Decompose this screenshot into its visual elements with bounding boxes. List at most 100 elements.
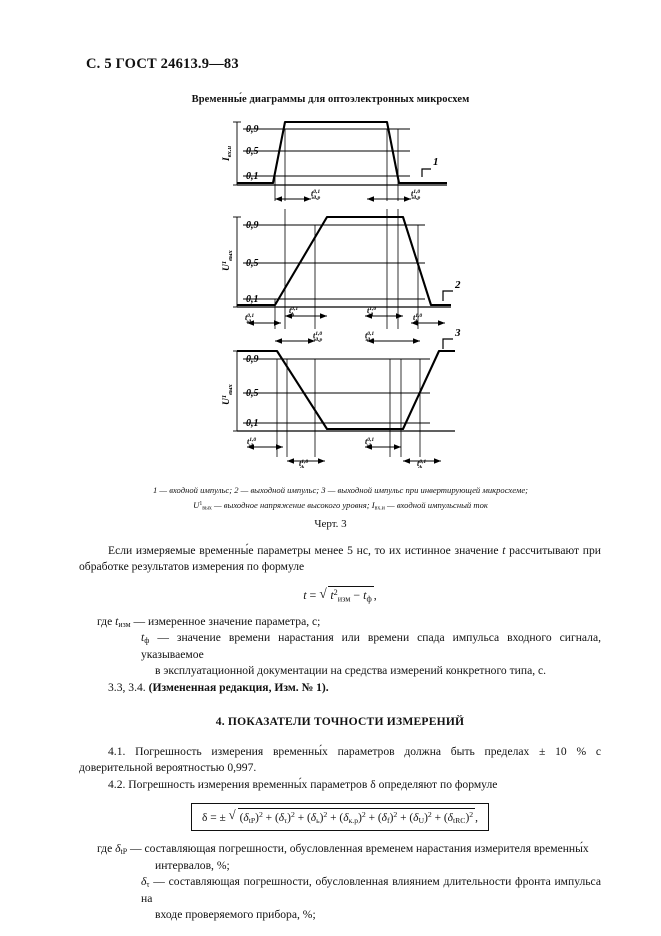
- revision-clause-numbers: 3.3, 3.4.: [108, 680, 149, 694]
- y-axis-label-2: U1вых: [221, 249, 234, 271]
- caption-symbol-u-sup: 1: [199, 501, 203, 507]
- formula2-power: 2: [258, 810, 263, 820]
- formula2-term-sym: δ: [310, 812, 317, 825]
- formula1-t-sup: 2: [333, 587, 338, 597]
- figure-title: Временны́е диаграммы для оптоэлектронных…: [191, 94, 470, 105]
- formula2-power: 2: [361, 810, 366, 820]
- def-tizm-text: — измеренное значение параметра, с;: [130, 615, 321, 628]
- figure-caption-line-2: U1вых — выходное напряжение высокого уро…: [78, 498, 603, 514]
- def-tizm-symbol: t: [115, 615, 119, 628]
- paragraph-def-delta-tp: где δtP — составляющая погрешности, обус…: [79, 841, 601, 857]
- def-delta-tau-text: — составляющая погрешности, обусловленна…: [141, 875, 601, 905]
- formula2-term-sub: tRC: [452, 816, 466, 826]
- trace-label-1: 1: [433, 156, 439, 168]
- caption-text-b: — выходное напряжение высокого уровня;: [211, 500, 372, 511]
- paragraph-def-delta-tau-cont: входе проверяемого прибора, %;: [155, 908, 316, 922]
- def-delta-tp-text: — составляющая погрешности, обусловленна…: [127, 842, 589, 856]
- formula2-term-sub: tP: [248, 816, 256, 826]
- def-tizm-pre: где: [97, 615, 116, 628]
- def-delta-tp-pre: где: [97, 842, 116, 856]
- formula1-lhs: t: [303, 588, 307, 603]
- caption-symbol-u: U: [193, 500, 200, 511]
- paragraph-intro: Если измеряемые временны́е параметры мен…: [79, 543, 601, 576]
- formula2-term-sub: ь: [316, 816, 320, 826]
- level-label: 0,1: [246, 171, 259, 182]
- document-body: Если измеряемые временны́е параметры мен…: [79, 543, 601, 924]
- figure-caption-line-1: 1 — входной импульс; 2 — выходной импуль…: [152, 485, 529, 495]
- trace-label-2: 2: [454, 279, 461, 291]
- level-label: 0,5: [246, 258, 259, 269]
- level-label: 0,5: [246, 146, 259, 157]
- formula2-term-sub: τ: [284, 816, 288, 826]
- paragraph-revision: 3.3, 3.4. (Измененная редакция, Изм. № 1…: [79, 680, 601, 696]
- caption-text-d: — входной импульсный ток: [384, 500, 488, 511]
- level-label: 0,9: [246, 220, 259, 231]
- formula2-term-sub: к.р: [348, 816, 359, 826]
- formula2-term-sub: f: [386, 816, 390, 826]
- figure-number: Черт. 3: [314, 518, 347, 530]
- symbol-t: t: [502, 544, 506, 557]
- formula2-term-sym: δ: [381, 812, 387, 825]
- def-delta-tp-symbol: δ: [115, 842, 121, 856]
- formula2-term-sym: δ: [343, 812, 349, 825]
- trace-label-3: 3: [454, 327, 461, 339]
- level-label: 0,1: [246, 418, 259, 429]
- formula2-term-sym: δ: [413, 812, 419, 825]
- formula-error-total: δ = ± (δtP)2 + (δτ)2 + (δь)2 + (δк.р)2 +…: [191, 803, 489, 832]
- revision-note: (Измененная редакция, Изм. № 1).: [148, 680, 329, 694]
- formula1-trailing: ,: [373, 588, 377, 603]
- def-tf-text: — значение времени нарастания или времен…: [141, 631, 601, 661]
- level-label: 0,5: [246, 388, 259, 399]
- formula2-power: 2: [469, 810, 474, 820]
- formula1-eq: =: [306, 588, 320, 603]
- paragraph-def-delta-tau: δτ — составляющая погрешности, обусловле…: [79, 874, 601, 907]
- formula2-term-sym: δ: [278, 812, 285, 825]
- formula2-term-sub: U: [418, 816, 425, 826]
- formula2-term-sym: δ: [447, 812, 453, 825]
- formula2-power: 2: [427, 810, 432, 820]
- formula2-radical: (δtP)2 + (δτ)2 + (δь)2 + (δк.р)2 + (δf)2…: [229, 806, 476, 826]
- caption-symbol-u-sub: вых: [202, 505, 212, 512]
- formula1-minus: −: [350, 588, 364, 603]
- formula1-radical: t2изм − tф: [319, 584, 374, 605]
- caption-symbol-i: I: [371, 500, 375, 511]
- figure-caption: 1 — входной импульс; 2 — выходной импуль…: [78, 483, 603, 514]
- formula-true-value: t = t2изм − tф,: [79, 584, 601, 605]
- timing-diagram: 0,9 0,5 0,1 0,9 0,5 0,1 0,9 0,5 0,1 1 2 …: [215, 113, 470, 468]
- level-label: 0,1: [246, 294, 259, 305]
- clause-4-1: 4.1. Погрешность измерения временны́х па…: [79, 744, 601, 775]
- caption-symbol-i-sub: вх.и: [374, 505, 385, 512]
- section-heading-4: 4. ПОКАЗАТЕЛИ ТОЧНОСТИ ИЗМЕРЕНИЙ: [215, 715, 465, 729]
- paragraph-def-delta-tp-cont: интервалов, %;: [155, 858, 230, 872]
- def-delta-tau-symbol-sub: τ: [146, 880, 150, 890]
- clause-4-2: 4.2. Погрешность измерения временны́х па…: [108, 777, 498, 791]
- paragraph-def-tf: tф — значение времени нарастания или вре…: [79, 630, 601, 663]
- level-label: 0,9: [246, 124, 259, 135]
- formula2-power: 2: [290, 810, 295, 820]
- formula1-t: t: [330, 588, 334, 603]
- def-delta-tp-symbol-sub: tP: [120, 847, 128, 857]
- def-tf-symbol: t: [141, 631, 145, 645]
- paragraph-def-tizm: где tизм — измеренное значение параметра…: [79, 614, 601, 630]
- page-header: С. 5 ГОСТ 24613.9—83: [86, 56, 239, 72]
- formula2-term-sym: δ: [243, 812, 249, 825]
- def-tf-symbol-sub: ф: [144, 636, 150, 646]
- paragraph-intro-part1: Если измеряемые временны́е параметры мен…: [108, 544, 503, 557]
- formula2-power: 2: [393, 810, 398, 820]
- formula2-lead: δ = ±: [202, 812, 229, 825]
- y-axis-label-1: Iвх.и: [222, 146, 233, 162]
- formula2-trailing: ,: [475, 812, 478, 825]
- formula1-t-sub: изм: [337, 594, 351, 604]
- y-axis-label-3: U1вых: [221, 383, 234, 405]
